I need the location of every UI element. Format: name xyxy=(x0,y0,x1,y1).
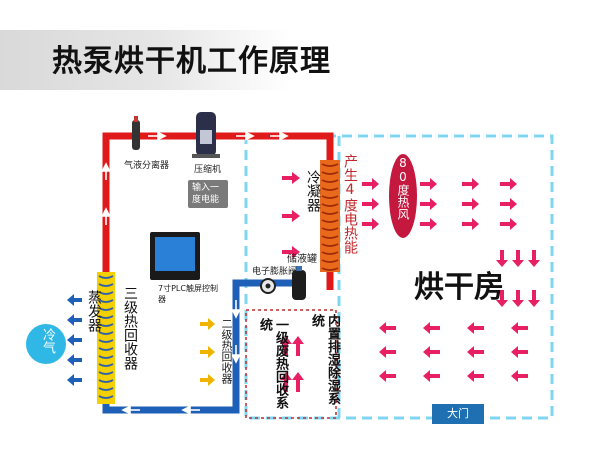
gate-label: 大门 xyxy=(432,404,484,424)
input-power-badge: 输入一度电能 xyxy=(188,180,228,208)
first-recovery-label: 一级废热回收系统 xyxy=(257,318,288,409)
title-band xyxy=(0,30,290,90)
third-recovery-label: 三级热回收器 xyxy=(122,286,138,370)
controller-label: 7寸PLC触屏控制器 xyxy=(158,284,218,304)
touchscreen-controller-icon xyxy=(150,232,200,280)
down-arrows xyxy=(496,250,540,307)
liquid-tank-icon xyxy=(292,266,306,300)
produce-heat-label: 产生4度电热能 xyxy=(342,154,358,254)
tank-label: 储液罐 xyxy=(287,254,317,265)
return-arrows xyxy=(379,322,528,382)
up-arrows xyxy=(280,336,304,392)
second-recovery-label: 二级热回收器 xyxy=(220,318,233,384)
cold-air-label: 冷气 xyxy=(40,328,55,354)
page-title: 热泵烘干机工作原理 xyxy=(52,44,331,79)
dehumid-label: 内置排湿除湿系统 xyxy=(309,314,340,405)
condenser-coil xyxy=(320,160,340,272)
cold-air-arrows xyxy=(67,294,82,386)
recovery-system-box xyxy=(245,309,337,419)
recovery-arrows xyxy=(200,318,215,386)
hot-air-arrows xyxy=(362,178,517,230)
compressor-label: 压缩机 xyxy=(194,165,222,175)
cold-air-badge xyxy=(26,324,66,364)
evaporator-coil xyxy=(97,272,115,404)
drying-room-label: 烘干房 xyxy=(414,270,504,305)
hot-pipe xyxy=(102,132,334,290)
expansion-valve-icon xyxy=(260,278,276,294)
compressor-icon xyxy=(192,112,220,158)
condenser-label: 冷凝器 xyxy=(305,170,321,212)
evaporator-label: 蒸发器 xyxy=(86,290,102,332)
separator-icon xyxy=(132,116,140,150)
hot-air-badge xyxy=(389,154,417,238)
valve-label: 电子膨胀阀 xyxy=(252,267,298,277)
drying-room-border xyxy=(244,134,554,420)
separator-label: 气液分离器 xyxy=(124,161,170,171)
condenser-arrows xyxy=(282,172,300,258)
hot-air-label: 80度热风 xyxy=(396,156,410,220)
